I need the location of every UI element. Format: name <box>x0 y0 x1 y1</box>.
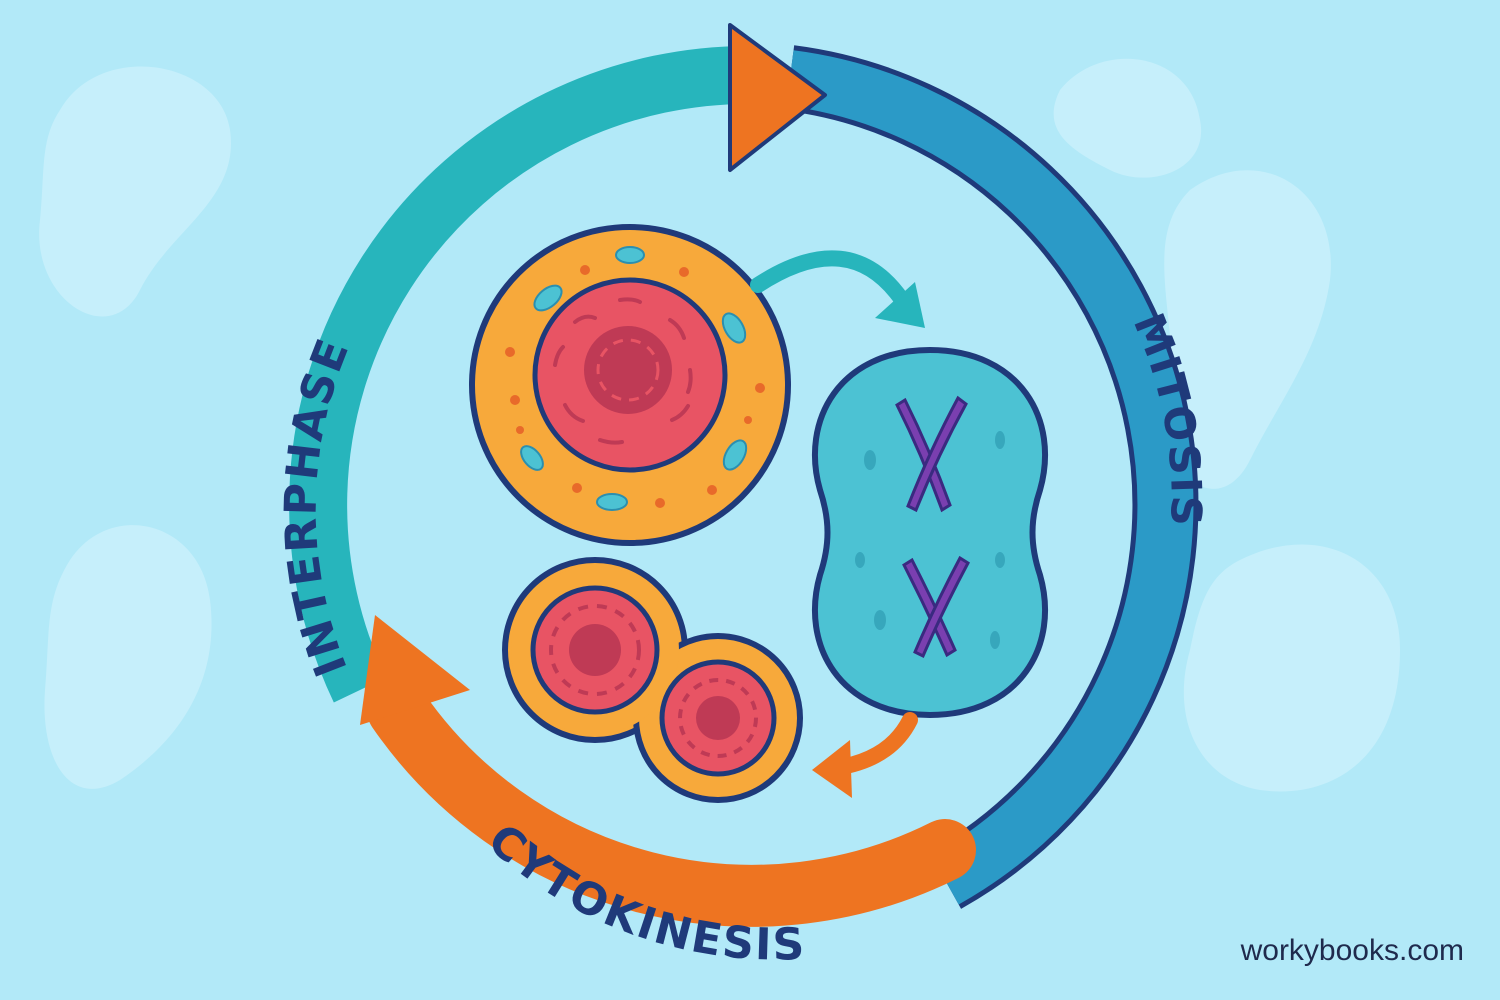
arrow-interphase-to-mitosis-icon <box>750 250 925 328</box>
interphase-cell <box>469 224 791 546</box>
chromosome-icon <box>902 555 970 659</box>
cytokinesis-arc <box>360 615 976 927</box>
interphase-arrowhead-icon <box>728 23 827 172</box>
background-blobs <box>39 58 1400 792</box>
site-watermark: workybooks.com <box>1240 934 1464 967</box>
cytokinesis-arrowhead-icon <box>360 615 470 725</box>
dividing-cell <box>812 346 1048 719</box>
arrow-mitosis-to-cytokinesis-icon <box>812 712 918 798</box>
chromosome-icon <box>895 395 968 513</box>
interphase-arc <box>289 45 756 703</box>
mitosis-arc <box>785 45 1199 909</box>
daughter-cells <box>502 557 803 803</box>
